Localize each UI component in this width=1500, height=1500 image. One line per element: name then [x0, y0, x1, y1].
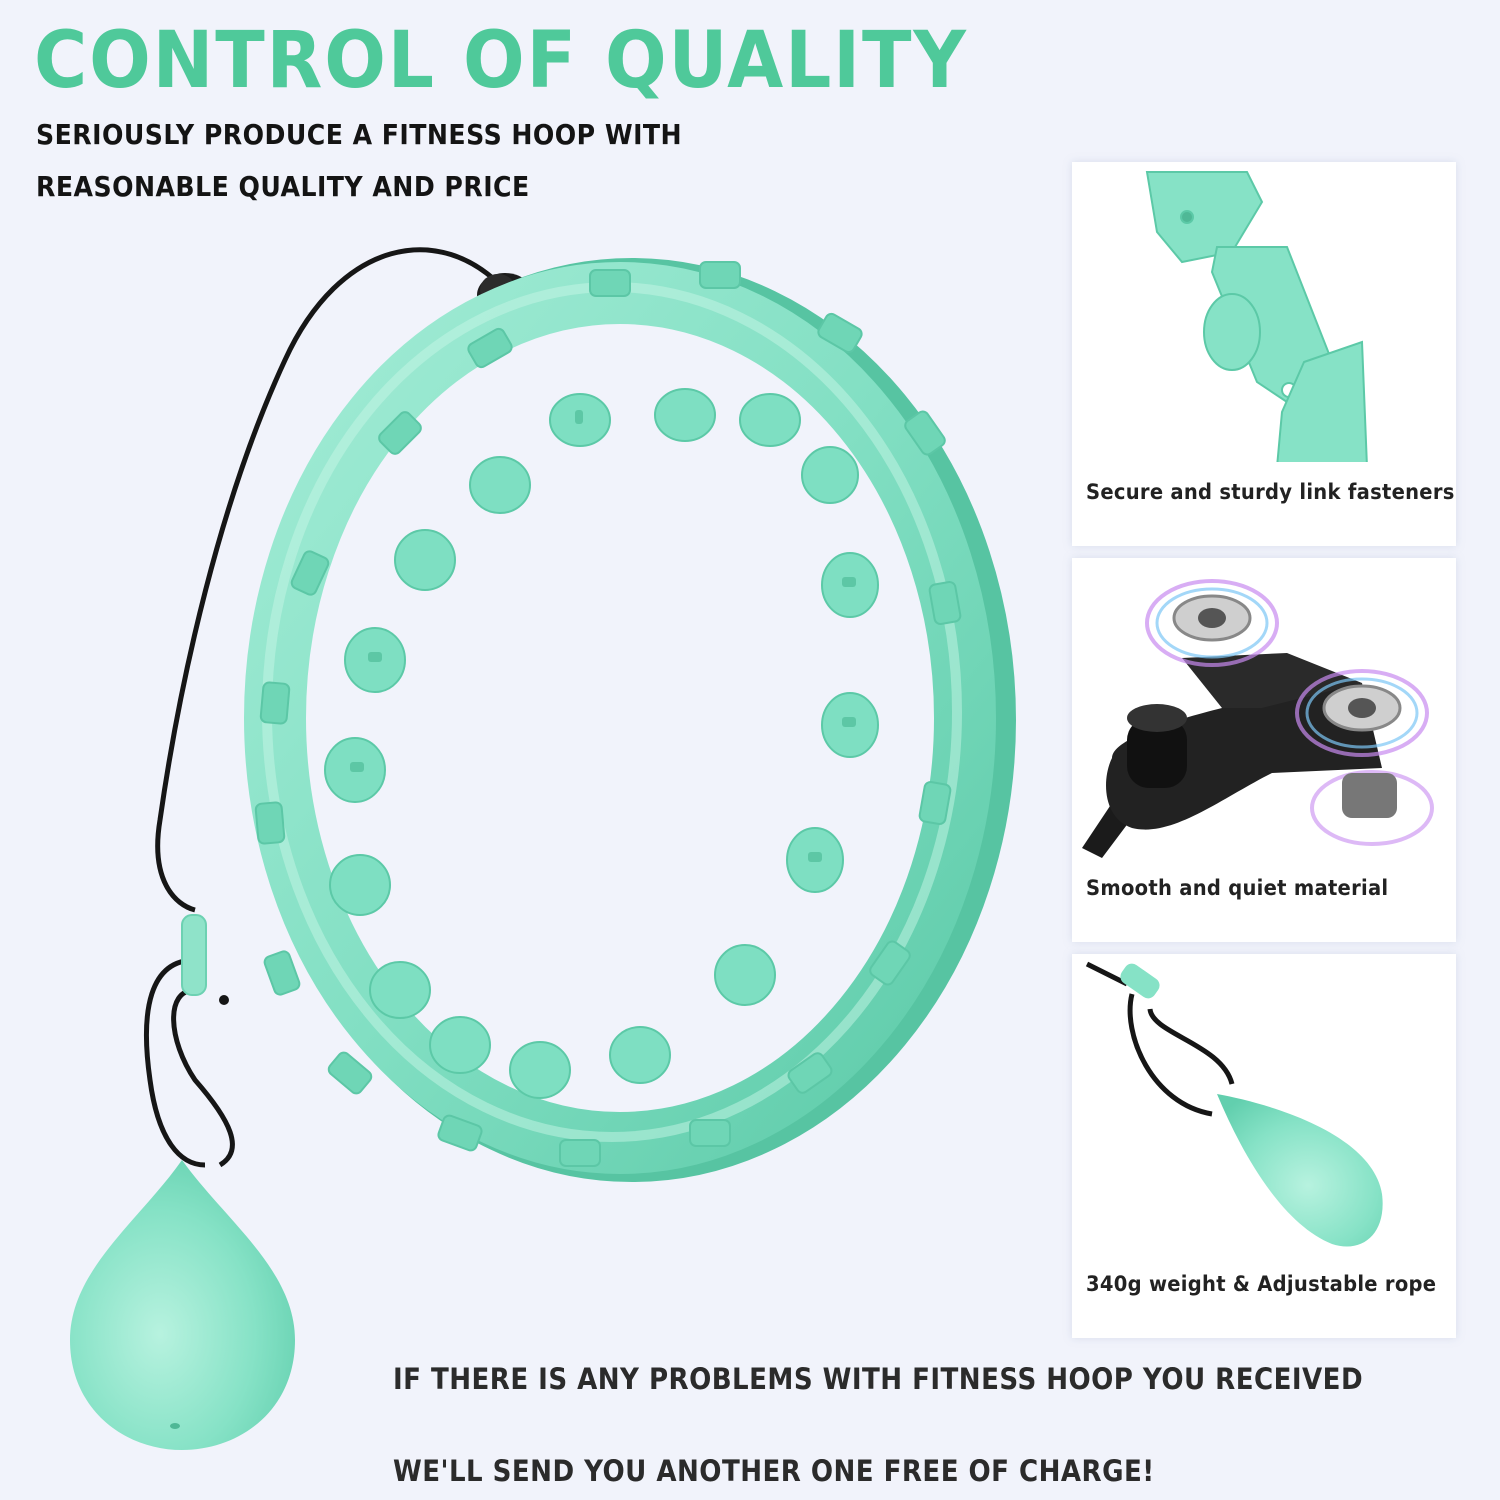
link-fastener-icon	[1145, 171, 1368, 462]
guarantee-line-1: IF THERE IS ANY PROBLEMS WITH FITNESS HO…	[393, 1362, 1364, 1396]
subtitle-line-2: REASONABLE QUALITY AND PRICE	[36, 170, 530, 203]
headline: CONTROL OF QUALITY	[34, 16, 968, 106]
feature-caption: Secure and sturdy link fasteners	[1086, 480, 1455, 504]
feature-caption: Smooth and quiet material	[1086, 876, 1389, 900]
feature-card-link-fasteners: Secure and sturdy link fasteners	[1072, 162, 1456, 546]
feature-card-smooth-material: Smooth and quiet material	[1072, 558, 1456, 942]
feature-card-weight-rope: 340g weight & Adjustable rope	[1072, 954, 1456, 1338]
guarantee-line-2: WE'LL SEND YOU ANOTHER ONE FREE OF CHARG…	[393, 1454, 1155, 1488]
bearing-icon	[1082, 579, 1434, 858]
smart-hoop-image	[70, 247, 1016, 1450]
subtitle-line-1: SERIOUSLY PRODUCE A FITNESS HOOP WITH	[36, 118, 683, 151]
feature-caption: 340g weight & Adjustable rope	[1086, 1272, 1437, 1296]
weight-ball-icon	[1085, 961, 1383, 1247]
